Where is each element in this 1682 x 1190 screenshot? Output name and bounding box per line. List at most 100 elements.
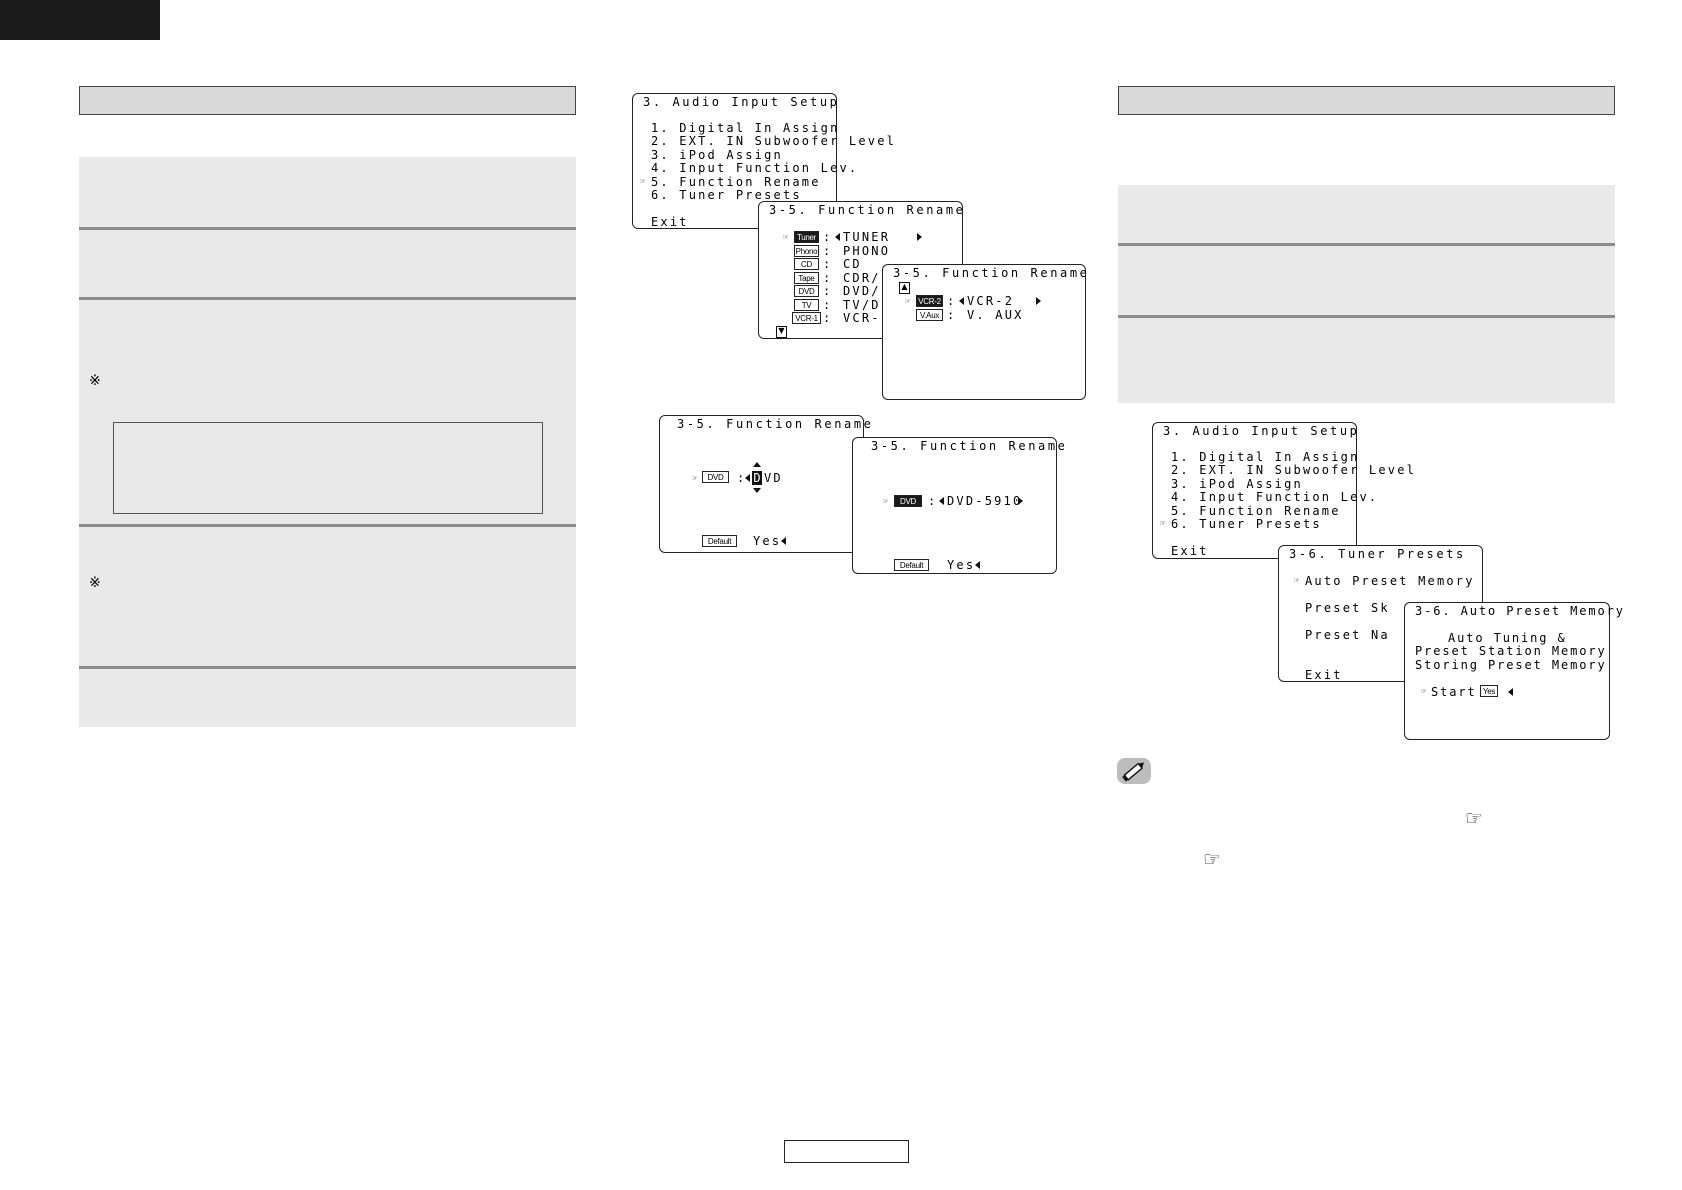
menu-item: 2. EXT. IN Subwoofer Level [651,134,897,148]
start-label: Start [1431,685,1477,699]
function-label-vcr2: VCR-2 [916,295,943,307]
pointing-hand-icon: ☞ [640,177,646,187]
left-arrow-icon [939,497,944,505]
left-arrow-icon [959,297,964,305]
message-line: Preset Station Memory [1415,644,1607,658]
right-arrow-icon [1018,497,1023,505]
screen-title: 3-5. Function Rename [769,203,966,217]
function-value: TUNER [843,230,891,244]
function-value: VCR-2 [967,294,1015,308]
step-divider [79,227,576,230]
function-rename-edit-screen: 3-5. Function Rename ☞ DVD : D VD Defaul… [659,415,871,553]
function-label-tape: Tape [794,272,819,284]
right-arrow-icon [1036,297,1041,305]
left-arrow-icon [781,537,786,545]
menu-exit: Exit [1305,668,1343,682]
function-label-phono: Phono [794,245,819,257]
menu-item: 5. Function Rename [1171,504,1341,518]
screen-title: 3. Audio Input Setup [1163,424,1360,438]
menu-item: 3. iPod Assign [651,148,783,162]
menu-item: 6. Tuner Presets [651,188,802,202]
function-value: VCR- [843,311,881,325]
function-label-dvd: DVD [894,495,922,507]
yes-option: Yes [753,534,782,548]
function-label-dvd: DVD [702,471,729,483]
message-line: Storing Preset Memory [1415,658,1607,672]
page-number-box [784,1140,909,1163]
function-value: DVD-5910 [947,494,1023,508]
function-label-tuner: Tuner [794,231,819,243]
section-header-right [1118,86,1615,115]
pencil-note-icon [1117,758,1151,784]
default-label: Default [894,559,929,571]
message-line: Auto Tuning & [1448,631,1567,645]
function-label-tv: TV [794,299,819,311]
function-value: V. AUX [967,308,1024,322]
function-value: PHONO [843,244,891,258]
function-label-cd: CD [794,258,819,270]
language-tab [0,0,160,40]
right-arrow-icon [917,233,922,241]
screen-title: 3-5. Function Rename [677,417,874,431]
reference-hand-icon: ☞ [1203,847,1221,871]
down-arrow-icon [753,488,761,493]
pointing-hand-icon: ☞ [1294,576,1300,586]
scroll-up-icon: ▲ [899,282,910,294]
left-arrow-icon [835,233,840,241]
step-divider [79,524,576,527]
character-table-box [113,422,543,514]
pointing-hand-icon: ☞ [905,297,911,307]
screen-title: 3-6. Tuner Presets [1289,547,1466,561]
menu-item-selected: 5. Function Rename [651,175,821,189]
menu-item: 3. iPod Assign [1171,477,1303,491]
steps-panel-right [1118,185,1615,403]
audio-input-setup-screen: 3. Audio Input Setup 1. Digital In Assig… [632,93,894,229]
menu-item: 2. EXT. IN Subwoofer Level [1171,463,1417,477]
function-rename-result-screen: 3-5. Function Rename ☞ DVD : DVD-5910 De… [852,437,1065,574]
audio-input-setup-screen: 3. Audio Input Setup 1. Digital In Assig… [1152,422,1414,559]
function-label-dvd: DVD [794,285,819,297]
menu-item: 1. Digital In Assign [651,121,840,135]
menu-exit: Exit [651,215,689,229]
step-divider [1118,315,1615,318]
step-divider [79,666,576,669]
pointing-hand-icon: ☞ [783,233,789,243]
step-divider [1118,243,1615,246]
screen-title: 3-5. Function Rename [893,266,1090,280]
function-value: DVD/ [843,284,881,298]
edit-cursor: D [752,471,762,485]
menu-exit: Exit [1171,544,1209,558]
function-value: CDR/ [843,271,881,285]
section-header-left [79,86,576,115]
menu-item: 1. Digital In Assign [1171,450,1360,464]
reference-hand-icon: ☞ [1465,806,1483,830]
function-rename-page2-screen: 3-5. Function Rename ▲ ☞ VCR-2 : VCR-2 V… [882,264,1087,400]
pointing-hand-icon: ☞ [1160,519,1166,529]
pointing-hand-icon: ☞ [692,474,698,484]
function-label-vaux: V.Aux [916,309,943,321]
menu-item-selected: Auto Preset Memory [1305,574,1475,588]
pointing-hand-icon: ☞ [1421,687,1427,697]
left-arrow-icon [745,474,750,482]
note-symbol: ※ [89,575,101,591]
step-divider [79,297,576,300]
left-arrow-icon [975,561,980,569]
screen-title: 3-5. Function Rename [871,439,1068,453]
menu-item-selected: 6. Tuner Presets [1171,517,1322,531]
note-symbol: ※ [89,373,101,389]
auto-preset-memory-screen: 3-6. Auto Preset Memory Auto Tuning & Pr… [1404,602,1623,740]
function-value: TV/D [843,298,881,312]
yes-label: Yes [1480,685,1498,697]
default-label: Default [702,535,737,547]
screen-title: 3. Audio Input Setup [643,95,840,109]
pointing-hand-icon: ☞ [883,497,889,507]
left-arrow-icon [1508,688,1513,696]
tuner-presets-screen: 3-6. Tuner Presets ☞ Auto Preset Memory … [1278,545,1483,682]
scroll-down-icon: ▼ [776,326,787,338]
menu-item: Preset Sk [1305,601,1390,615]
yes-option: Yes [947,558,976,572]
function-value: CD [843,257,862,271]
up-arrow-icon [753,462,761,467]
function-label-vcr1: VCR-1 [792,312,821,324]
screen-title: 3-6. Auto Preset Memory [1415,604,1625,618]
